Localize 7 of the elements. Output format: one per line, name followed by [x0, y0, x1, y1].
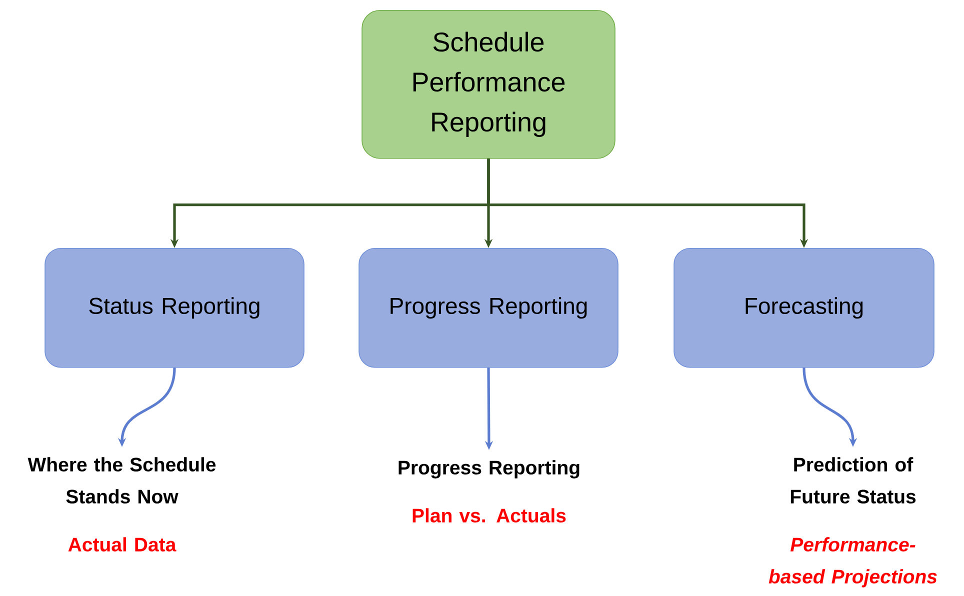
outcome-text: Progress Reporting Plan vs. Actuals	[398, 460, 580, 522]
process-box: Schedule Performance Reporting	[362, 10, 616, 159]
outcome-text: Where the Schedule Stands Now Actual Data	[28, 457, 216, 552]
process-box: Progress Reporting	[358, 248, 618, 368]
outcome-text: Prediction of Future Status Performance-based Projections	[768, 457, 937, 588]
process-box: Forecasting	[674, 248, 934, 368]
process-box: Status Reporting	[44, 248, 304, 368]
